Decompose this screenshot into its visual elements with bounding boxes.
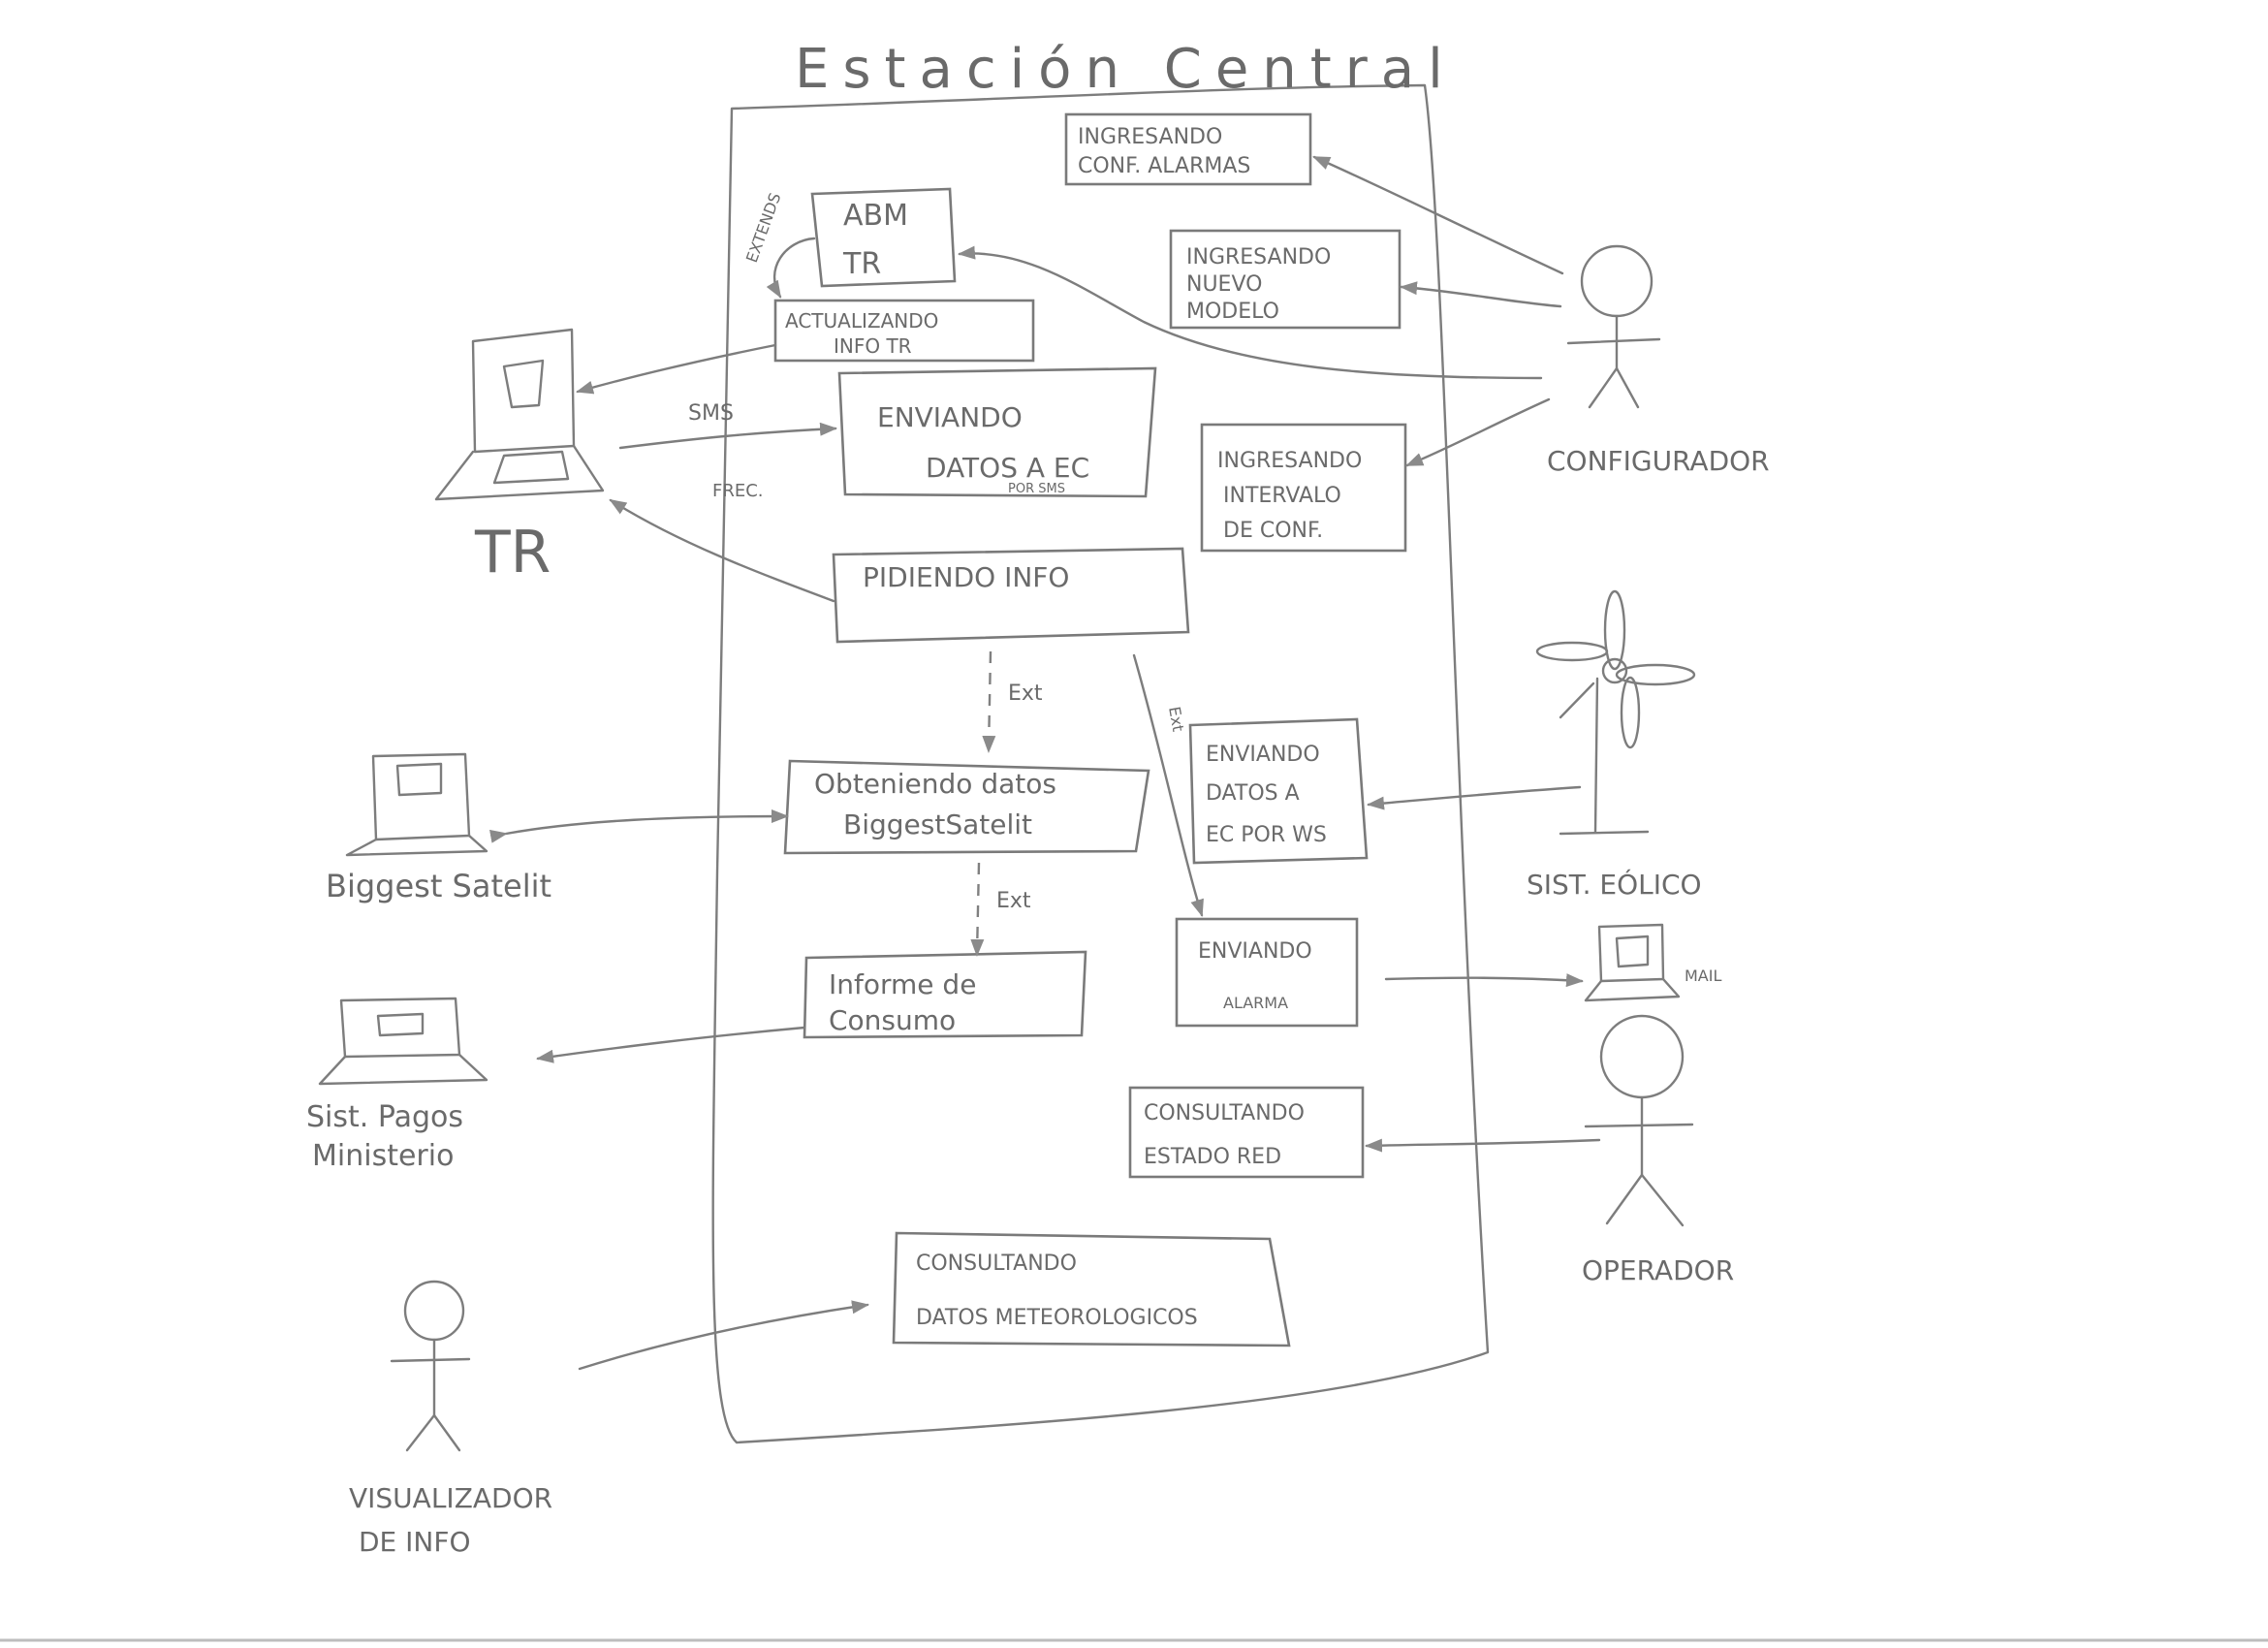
edge-label-ext1: Ext (1008, 681, 1043, 706)
svg-text:Ministerio: Ministerio (312, 1139, 454, 1173)
edge-label-ext2: Ext (996, 889, 1031, 913)
svg-text:DATOS A: DATOS A (1206, 781, 1300, 806)
uc-enviando-alarma: ENVIANDO ALARMA (1175, 917, 1359, 1028)
edge-label-frec: FREC. (712, 481, 764, 501)
svg-text:DATOS METEOROLOGICOS: DATOS METEOROLOGICOS (916, 1306, 1198, 1330)
actor-configurador-icon: CONFIGURADOR (1547, 244, 1770, 477)
svg-text:ENVIANDO: ENVIANDO (1198, 939, 1312, 964)
svg-text:Sist. Pagos: Sist. Pagos (306, 1100, 463, 1134)
svg-text:TR: TR (842, 247, 881, 281)
uc-actualizando-info-tr: ACTUALIZANDO INFO TR (773, 299, 1035, 363)
svg-text:EC POR WS: EC POR WS (1206, 823, 1327, 847)
uc-enviando-datos-ec: ENVIANDO DATOS A EC POR SMS (837, 366, 1157, 498)
edge-pidiendo-obteniendo (982, 650, 996, 753)
uc-informe-consumo: Informe de Consumo (803, 950, 1087, 1039)
edge-pidiendo-alarma (1132, 653, 1204, 917)
uc-pidiendo-info: PIDIENDO INFO (832, 547, 1190, 644)
svg-text:ABM: ABM (843, 199, 908, 233)
actor-visualizador-icon: VISUALIZADOR DE INFO (349, 1280, 552, 1558)
svg-text:ENVIANDO: ENVIANDO (877, 401, 1023, 433)
system-title: Estación Central (795, 38, 1457, 101)
edge-configurador-modelo (1400, 281, 1562, 308)
svg-text:PIDIENDO INFO: PIDIENDO INFO (863, 561, 1069, 593)
edge-label-sms: SMS (688, 401, 734, 426)
edge-alarma-mail (1384, 973, 1584, 988)
svg-text:MAIL: MAIL (1685, 967, 1721, 985)
uc-consultando-estado: CONSULTANDO ESTADO RED (1128, 1086, 1365, 1179)
actor-operador-icon: OPERADOR (1582, 1014, 1734, 1286)
svg-text:CONFIGURADOR: CONFIGURADOR (1547, 445, 1770, 477)
edge-operador-estado (1365, 1138, 1601, 1153)
edge-configurador-abm (958, 245, 1543, 380)
edge-eolico-ws (1367, 785, 1582, 810)
edge-label-ext3: Ext (1165, 705, 1187, 733)
svg-text:MODELO: MODELO (1186, 300, 1279, 324)
edge-configurador-alarmas (1312, 155, 1564, 275)
svg-text:Biggest Satelit: Biggest Satelit (326, 868, 551, 904)
uc-enviando-datos-ws: ENVIANDO DATOS A EC POR WS (1188, 717, 1369, 865)
svg-text:CONSULTANDO: CONSULTANDO (916, 1252, 1077, 1276)
uc-abm-tr: ABM TR (810, 187, 957, 288)
svg-text:INGRESANDO: INGRESANDO (1078, 125, 1222, 149)
uc-obteniendo-datos: Obteniendo datos BiggestSatelit (783, 759, 1150, 855)
svg-text:ENVIANDO: ENVIANDO (1206, 743, 1320, 767)
svg-text:CONF. ALARMAS: CONF. ALARMAS (1078, 154, 1250, 178)
uc-ingresando-intervalo: INGRESANDO INTERVALO DE CONF. (1200, 423, 1407, 553)
edge-pidiendo-tr (609, 498, 835, 603)
svg-text:INGRESANDO: INGRESANDO (1186, 245, 1331, 269)
edge-tr-enviando (618, 422, 837, 450)
uc-consultando-meteo: CONSULTANDO DATOS METEOROLOGICOS (892, 1231, 1291, 1347)
svg-text:Consumo: Consumo (829, 1004, 956, 1036)
svg-text:CONSULTANDO: CONSULTANDO (1144, 1101, 1305, 1125)
actor-sistema-eolico-icon: SIST. EÓLICO (1527, 589, 1702, 901)
svg-text:VISUALIZADOR: VISUALIZADOR (349, 1482, 552, 1514)
edge-visualizador-meteo (578, 1300, 869, 1371)
edge-informe-pagos (536, 1026, 806, 1063)
svg-text:BiggestSatelit: BiggestSatelit (843, 808, 1032, 840)
edge-obteniendo-biggest (489, 809, 789, 843)
svg-text:INFO TR: INFO TR (834, 334, 912, 358)
edge-extends (766, 237, 816, 299)
svg-text:Informe de: Informe de (829, 968, 976, 1000)
actor-tr-computer-icon: TR (434, 328, 605, 586)
svg-text:Obteniendo datos: Obteniendo datos (814, 768, 1056, 800)
edge-obteniendo-informe (970, 862, 985, 957)
svg-text:OPERADOR: OPERADOR (1582, 1254, 1734, 1286)
uc-ingresando-alarmas: INGRESANDO CONF. ALARMAS (1064, 112, 1312, 186)
actor-biggest-satelit-icon: Biggest Satelit (326, 752, 551, 904)
svg-text:SIST. EÓLICO: SIST. EÓLICO (1527, 868, 1702, 901)
svg-text:INGRESANDO: INGRESANDO (1217, 449, 1362, 473)
svg-text:DE CONF.: DE CONF. (1223, 519, 1323, 543)
svg-text:TR: TR (474, 519, 551, 586)
svg-text:DATOS A EC: DATOS A EC (926, 452, 1089, 484)
actor-mail-icon: MAIL (1584, 923, 1721, 1002)
edge-configurador-intervalo (1405, 397, 1551, 467)
edge-extends-label: EXTENDS (742, 190, 785, 265)
svg-text:DE INFO: DE INFO (359, 1526, 471, 1558)
actor-sist-pagos-icon: Sist. Pagos Ministerio (306, 997, 488, 1173)
uc-ingresando-modelo: INGRESANDO NUEVO MODELO (1169, 229, 1402, 330)
svg-text:INTERVALO: INTERVALO (1223, 484, 1341, 508)
svg-text:POR SMS: POR SMS (1008, 482, 1065, 496)
svg-text:NUEVO: NUEVO (1186, 272, 1262, 297)
svg-text:ALARMA: ALARMA (1223, 994, 1288, 1012)
edge-actualizando-tr (576, 343, 777, 395)
svg-text:ACTUALIZANDO: ACTUALIZANDO (785, 309, 938, 333)
system-boundary (711, 83, 1490, 1444)
svg-text:ESTADO RED: ESTADO RED (1144, 1145, 1281, 1169)
